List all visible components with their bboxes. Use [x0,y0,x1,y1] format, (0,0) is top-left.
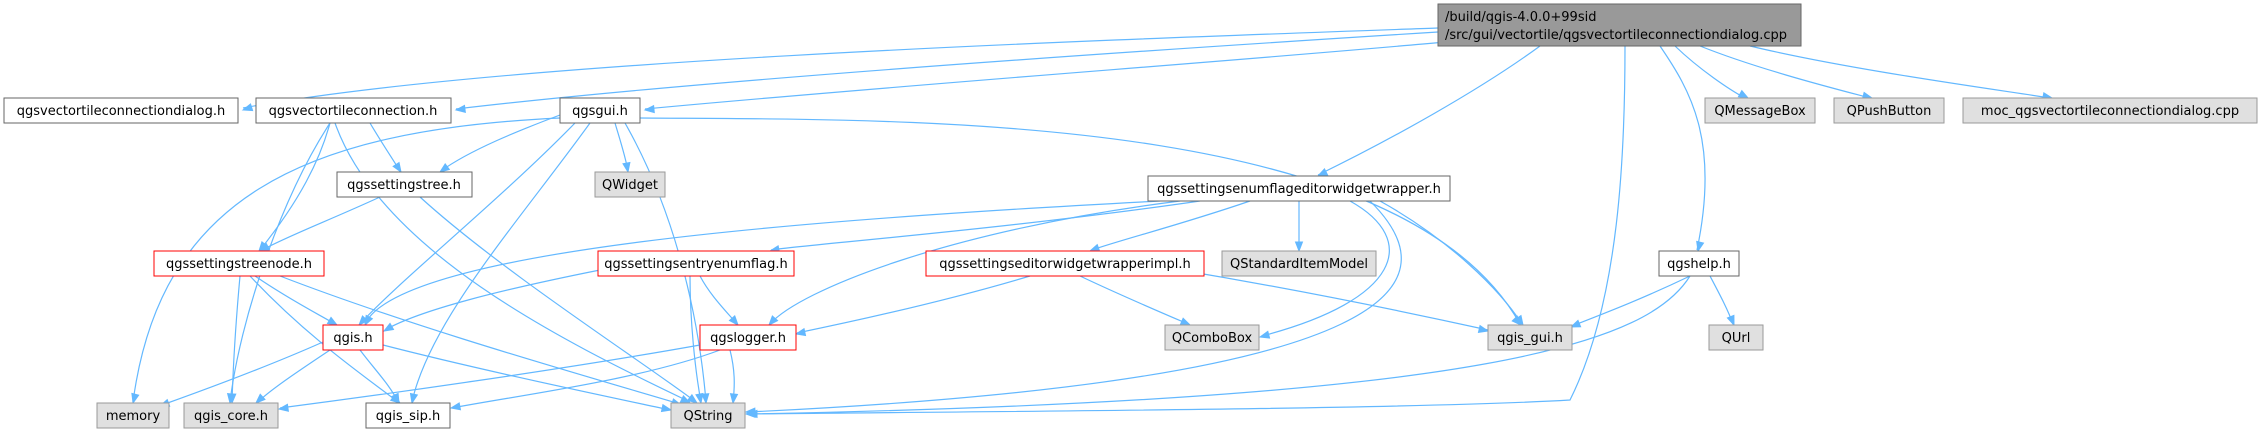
node-root-file[interactable]: /build/qgis-4.0.0+99sid /src/gui/vectort… [1437,3,1802,47]
svg-text:qgis_gui.h: qgis_gui.h [1497,331,1563,346]
dependency-arrow [419,196,699,404]
dependency-arrow [689,275,704,405]
dependency-arrow [643,41,1446,114]
dependency-arrow [228,275,241,405]
svg-text:qgssettingsenumflageditorwidge: qgssettingsenumflageditorwidgetwrapper.h [1157,182,1441,197]
dependency-arrow [1379,200,1524,327]
dependency-arrow [158,341,324,407]
dependency-arrow [729,349,739,405]
node-qgsvectortileconnection-h[interactable]: qgsvectortileconnection.h [255,97,452,124]
dependency-arrow [364,200,1161,327]
svg-text:qgssettingstree.h: qgssettingstree.h [347,178,461,193]
dependency-arrow [454,31,1439,114]
node-qgis-sip-h[interactable]: qgis_sip.h [365,402,451,429]
dependency-arrow [277,344,701,412]
dependency-edges [131,27,2054,419]
dependency-arrow [614,122,631,174]
node-qgis-core-h[interactable]: qgis_core.h [183,402,279,429]
node-qstandarditemmodel[interactable]: QStandardItemModel [1221,250,1377,277]
svg-text:qgssettingstreenode.h: qgssettingstreenode.h [166,257,312,272]
dependency-arrow [1079,275,1192,326]
svg-text:QComboBox: QComboBox [1172,331,1253,346]
svg-text:QWidget: QWidget [602,178,658,193]
dependency-arrow [744,275,1691,419]
svg-text:qgssettingsentryenumflag.h: qgssettingsentryenumflag.h [604,257,787,272]
dependency-arrow [1294,201,1304,253]
svg-text:qgis_core.h: qgis_core.h [194,409,268,424]
node-qpushbutton[interactable]: QPushButton [1833,97,1945,124]
node-qgssettingsenumflageditorwidgetwrapper-h[interactable]: qgssettingsenumflageditorwidgetwrapper.h [1147,175,1451,202]
svg-text:QUrl: QUrl [1722,331,1751,346]
node-qgslogger-h[interactable]: qgslogger.h [699,324,797,351]
dependency-arrow [409,122,591,405]
dependency-arrow [746,45,1626,419]
node-qgshelp-h[interactable]: qgshelp.h [1658,250,1740,277]
dependency-arrow [639,117,1522,326]
node-qgssettingstree-h[interactable]: qgssettingstree.h [336,171,473,198]
node-qcombobox[interactable]: QComboBox [1164,324,1260,351]
node-qgssettingseditorwidgetwrapperimpl-h[interactable]: qgssettingseditorwidgetwrapperimpl.h [925,250,1205,277]
dependency-arrow [254,275,339,326]
svg-text:qgis.h: qgis.h [333,331,372,346]
node-qstring[interactable]: QString [670,402,746,429]
dependency-arrow [768,200,1181,327]
dependency-arrow [768,200,1201,254]
svg-text:QMessageBox: QMessageBox [1714,104,1806,119]
node-qgsgui-h[interactable]: qgsgui.h [559,97,641,124]
node-moc-qgsvectortileconnectiondialog-cpp[interactable]: moc_qgsvectortileconnectiondialog.cpp [1962,97,2258,124]
node-root-line-1: /build/qgis-4.0.0+99sid [1445,10,1596,25]
svg-text:QString: QString [683,409,732,424]
node-root-line-2: /src/gui/vectortile/qgsvectortileconnect… [1445,28,1787,43]
dependency-arrow [1749,45,2054,101]
svg-text:memory: memory [106,409,161,424]
dependency-arrow [258,196,381,252]
dependency-arrow [699,275,739,327]
dependency-arrow [359,349,400,405]
svg-text:QStandardItemModel: QStandardItemModel [1230,257,1368,272]
dependency-arrow [382,269,601,332]
dependency-arrow [369,122,402,174]
node-qwidget[interactable]: QWidget [594,171,666,198]
svg-text:qgssettingseditorwidgetwrapper: qgssettingseditorwidgetwrapperimpl.h [939,257,1191,272]
node-qgis-h[interactable]: qgis.h [322,324,384,351]
svg-text:qgsvectortileconnection.h: qgsvectortileconnection.h [269,104,438,119]
dependency-arrow [1659,45,1706,253]
dependency-arrow [131,117,561,405]
dependency-arrow [254,349,331,404]
node-qmessagebox[interactable]: QMessageBox [1704,97,1816,124]
node-qgssettingsentryenumflag-h[interactable]: qgssettingsentryenumflag.h [597,250,795,277]
dependency-arrow [449,349,721,411]
svg-text:qgsgui.h: qgsgui.h [572,104,628,119]
node-qurl[interactable]: QUrl [1708,324,1764,351]
node-memory[interactable]: memory [96,402,170,429]
dependency-arrow [1709,275,1735,327]
svg-text:qgslogger.h: qgslogger.h [710,331,786,346]
dependency-arrow [241,27,1439,112]
dependency-arrow [1316,45,1541,177]
svg-text:qgshelp.h: qgshelp.h [1667,257,1731,272]
dependency-arrow [358,122,576,327]
dependency-arrow [794,275,1031,337]
svg-text:moc_qgsvectortileconnectiondia: moc_qgsvectortileconnectiondialog.cpp [1981,104,2239,119]
dependency-arrow [1179,269,1490,333]
node-qgis-gui-h[interactable]: qgis_gui.h [1487,324,1573,351]
dependency-arrow [1674,45,1750,99]
dependency-arrow [438,114,561,173]
node-qgsvectortileconnectiondialog-h[interactable]: qgsvectortileconnectiondialog.h [3,97,239,124]
dependency-arrow [1569,275,1691,328]
svg-text:qgsvectortileconnectiondialog.: qgsvectortileconnectiondialog.h [17,104,225,119]
node-qgssettingstreenode-h[interactable]: qgssettingstreenode.h [153,250,325,277]
svg-text:QPushButton: QPushButton [1847,104,1932,119]
dependency-arrow [1258,200,1390,339]
dependency-arrow [1088,200,1251,252]
svg-text:qgis_sip.h: qgis_sip.h [376,409,440,424]
dependency-arrow [744,200,1402,416]
dependency-arrow [382,344,673,413]
